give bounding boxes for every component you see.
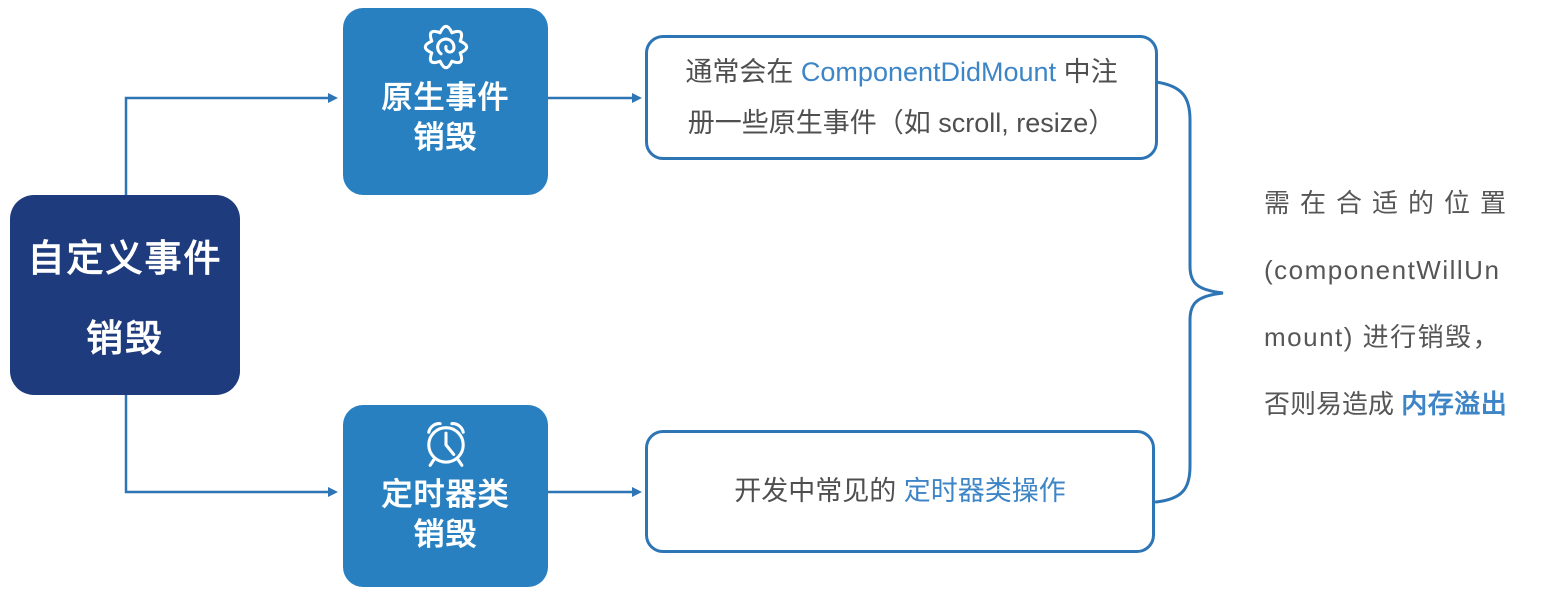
branch-node-timer-destroy: 定时器类 销毁 xyxy=(343,405,548,587)
code-component-did-mount: ComponentDidMount xyxy=(800,56,1057,87)
annotation-line2: (componentWillUn xyxy=(1264,255,1501,285)
branch-node-label-line1: 定时器类 xyxy=(381,477,510,512)
note-native-line2: 册一些原生事件（如 scroll, resize） xyxy=(687,107,1116,138)
highlight-timer-ops: 定时器类操作 xyxy=(903,476,1066,506)
note-text: 开发中常见的 xyxy=(734,476,904,506)
note-text: 通常会在 xyxy=(685,56,801,87)
branch-node-label-line1: 原生事件 xyxy=(381,80,510,115)
branch-node-label-line2: 销毁 xyxy=(413,517,478,552)
highlight-memory-overflow: 内存溢出 xyxy=(1401,389,1508,419)
annotation-unmount-warning: 需在合适的位置 (componentWillUn mount) 进行销毁， 否则… xyxy=(1264,170,1549,438)
note-native-event: 通常会在 ComponentDidMount 中注 册一些原生事件（如 scro… xyxy=(645,35,1158,160)
root-node-custom-event-destroy: 自定义事件 销毁 xyxy=(10,195,240,395)
root-node-line1: 自定义事件 xyxy=(27,238,223,279)
branch-node-native-event-destroy: 原生事件 销毁 xyxy=(343,8,548,195)
gear-icon xyxy=(423,24,468,70)
annotation-line4: 否则易造成 内存溢出 xyxy=(1264,371,1549,438)
alarm-clock-icon xyxy=(426,422,465,467)
note-timer: 开发中常见的 定时器类操作 xyxy=(645,430,1155,553)
annotation-line4-pre: 否则易造成 xyxy=(1264,389,1402,419)
curly-brace xyxy=(1154,80,1224,504)
note-timer-line: 开发中常见的 定时器类操作 xyxy=(734,466,1066,517)
note-text: 中注 xyxy=(1056,56,1118,87)
root-node-line2: 销毁 xyxy=(86,318,164,359)
annotation-line3: mount) 进行销毁， xyxy=(1264,322,1501,352)
annotation-line1: 需在合适的位置 xyxy=(1264,188,1517,218)
note-native-line1: 通常会在 ComponentDidMount 中注 xyxy=(685,47,1117,98)
branch-node-label-line2: 销毁 xyxy=(413,120,478,155)
